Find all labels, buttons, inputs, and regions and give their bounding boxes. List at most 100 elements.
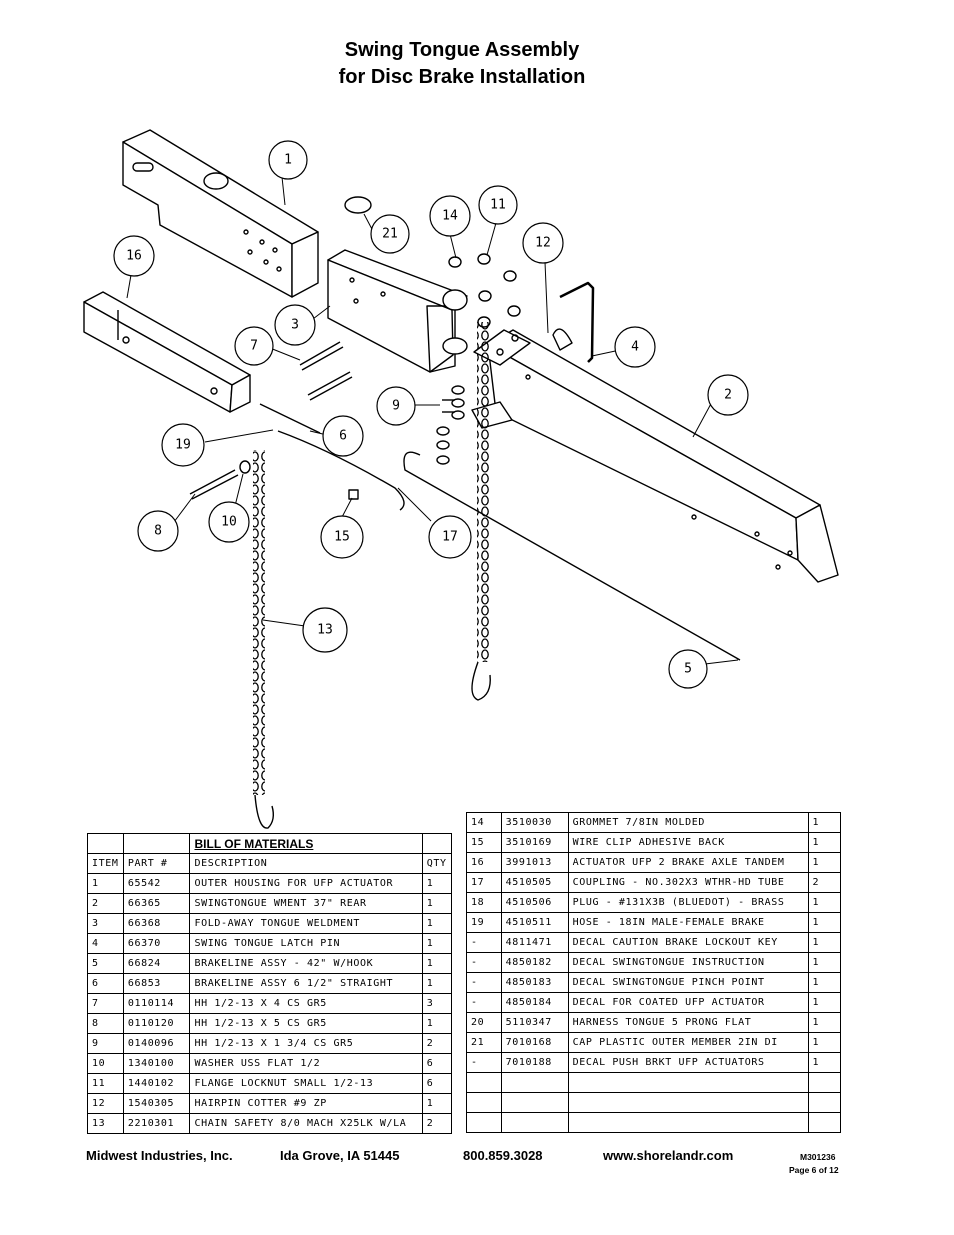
callout-label: 6 <box>339 429 347 444</box>
cell-qty: 6 <box>421 1073 453 1094</box>
cell-description: DECAL CAUTION BRAKE LOCKOUT KEY <box>567 932 809 953</box>
callout-4 <box>614 326 656 368</box>
cell-qty: 1 <box>421 933 453 954</box>
latch-pin-part <box>559 281 595 363</box>
cell-qty: 1 <box>421 973 453 994</box>
cell-part: 0140096 <box>122 1033 191 1054</box>
cell-qty: 1 <box>807 972 842 993</box>
cell-qty <box>807 1072 842 1093</box>
callout-label: 7 <box>250 339 258 354</box>
cell-qty: 1 <box>421 893 453 914</box>
cell-qty: 2 <box>807 872 842 893</box>
column-header-qty: QTY <box>421 853 453 874</box>
cell-part <box>500 1092 569 1113</box>
table-row <box>466 1112 842 1133</box>
cell-description: BRAKELINE ASSY - 42" W/HOOK <box>189 953 423 974</box>
cell-part: 66824 <box>122 953 191 974</box>
callout-17 <box>428 515 472 559</box>
cell-part: 4510506 <box>500 892 569 913</box>
cell-description: DECAL SWINGTONGUE PINCH POINT <box>567 972 809 993</box>
cell-qty: 1 <box>807 1012 842 1033</box>
outer-housing-part <box>122 129 319 298</box>
cell-description <box>567 1092 809 1113</box>
callout-label: 4 <box>631 340 639 355</box>
cell-qty: 1 <box>807 912 842 933</box>
callout-21 <box>370 214 410 254</box>
cell-description: OUTER HOUSING FOR UFP ACTUATOR <box>189 873 423 894</box>
cell-description: WIRE CLIP ADHESIVE BACK <box>567 832 809 853</box>
cell-item: 21 <box>466 1032 502 1053</box>
cell-description: COUPLING - NO.302X3 WTHR-HD TUBE <box>567 872 809 893</box>
cell-qty <box>807 1092 842 1113</box>
cell-description: DECAL SWINGTONGUE INSTRUCTION <box>567 952 809 973</box>
callout-14 <box>429 195 471 237</box>
cell-part: 1540305 <box>122 1093 191 1114</box>
cell-part: 0110120 <box>122 1013 191 1034</box>
footer-location: Ida Grove, IA 51445 <box>280 1148 400 1163</box>
callout-label: 11 <box>490 198 506 213</box>
leader-lines <box>126 176 739 665</box>
cell-description: HAIRPIN COTTER #9 ZP <box>189 1093 423 1114</box>
fold-away-tongue-part <box>327 249 468 373</box>
callout-label: 19 <box>175 438 191 453</box>
callout-label: 10 <box>221 515 237 530</box>
callout-16 <box>113 235 155 277</box>
cell-qty: 1 <box>807 832 842 853</box>
callout-15 <box>320 515 364 559</box>
cell-item: 6 <box>87 973 124 994</box>
cell-item: - <box>466 932 502 953</box>
page-number: Page 6 of 12 <box>789 1165 839 1175</box>
cell-part: 66370 <box>122 933 191 954</box>
callout-label: 1 <box>284 153 292 168</box>
cell-description: GROMMET 7/8IN MOLDED <box>567 812 809 833</box>
callout-label: 21 <box>382 227 398 242</box>
cell-qty: 1 <box>807 952 842 973</box>
cell-part: 4850182 <box>500 952 569 973</box>
callout-1 <box>268 140 308 180</box>
bom-heading: BILL OF MATERIALS <box>189 833 423 854</box>
callout-label: 12 <box>535 236 551 251</box>
cell-item: 14 <box>466 812 502 833</box>
cell-qty: 1 <box>807 892 842 913</box>
callout-label: 17 <box>442 530 458 545</box>
cell-description <box>567 1112 809 1133</box>
callout-5 <box>668 649 708 689</box>
column-header-item: ITEM <box>87 853 124 874</box>
safety-chain-part <box>477 322 489 662</box>
cell-item: 1 <box>87 873 124 894</box>
cell-part: 3510030 <box>500 812 569 833</box>
document-number: M301236 <box>800 1152 836 1162</box>
brakeline-part <box>259 403 321 434</box>
cell-qty: 1 <box>421 1093 453 1114</box>
cell-description: HARNESS TONGUE 5 PRONG FLAT <box>567 1012 809 1033</box>
callout-3 <box>274 304 316 346</box>
callout-6 <box>322 415 364 457</box>
callout-label: 5 <box>684 662 692 677</box>
callout-7 <box>234 326 274 366</box>
cell-part: 3510169 <box>500 832 569 853</box>
cell-description <box>567 1072 809 1093</box>
cell-part: 1440102 <box>122 1073 191 1094</box>
cell-description: ACTUATOR UFP 2 BRAKE AXLE TANDEM <box>567 852 809 873</box>
cell-part: 66853 <box>122 973 191 994</box>
cell-part: 7010168 <box>500 1032 569 1053</box>
cell-part: 4510505 <box>500 872 569 893</box>
cell-description: PLUG - #131X3B (BLUEDOT) - BRASS <box>567 892 809 913</box>
page-subtitle: for Disc Brake Installation <box>338 66 586 88</box>
footer-company: Midwest Industries, Inc. <box>86 1148 233 1163</box>
table-row <box>466 1092 842 1113</box>
cell-description: HOSE - 18IN MALE-FEMALE BRAKE <box>567 912 809 933</box>
